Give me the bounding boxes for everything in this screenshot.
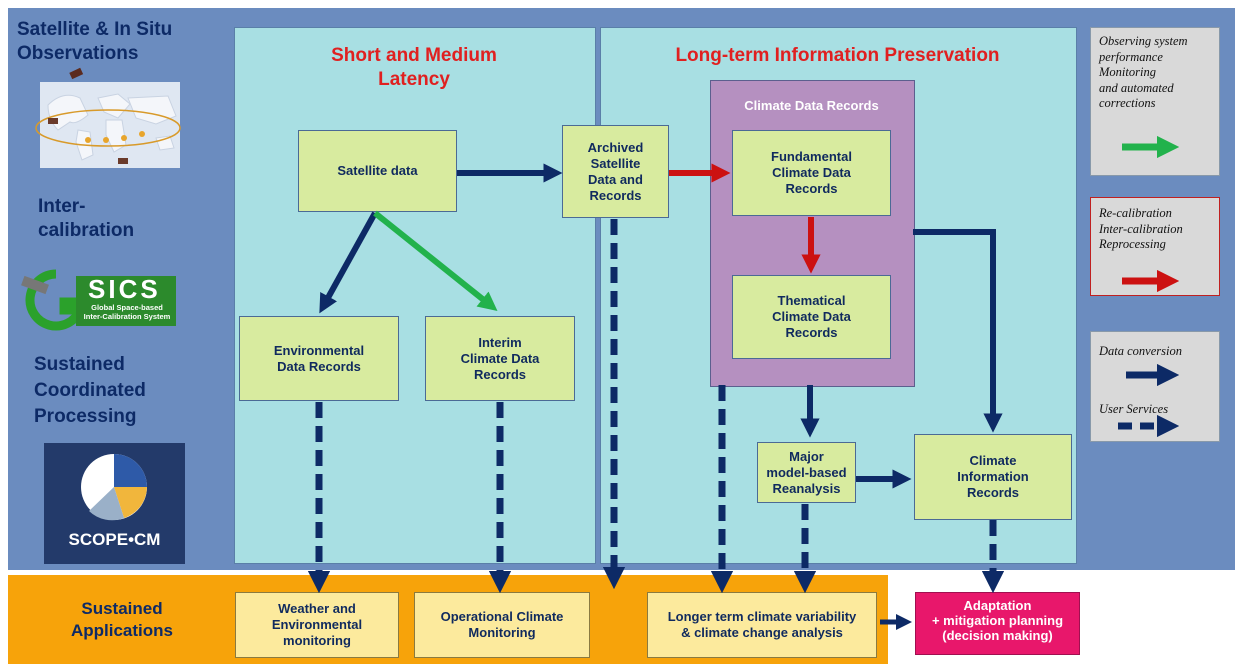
gsics-logo-text: SICS [88, 274, 161, 304]
adaptation-box: Adaptation + mitigation planning (decisi… [915, 592, 1080, 655]
legend-recalibration: Re-calibration Inter-calibration Reproce… [1090, 197, 1220, 296]
legend-data-conversion-text: Data conversion [1099, 344, 1182, 358]
climate-data-records-title: Climate Data Records [744, 98, 879, 113]
fundamental-cdr-box: Fundamental Climate Data Records [732, 130, 891, 216]
thematical-cdr-box: Thematical Climate Data Records [732, 275, 891, 359]
satellite-world-map-image [18, 60, 188, 180]
interim-cdr-box: Interim Climate Data Records [425, 316, 575, 401]
mitigation-planning-label: + mitigation planning (decision making) [931, 613, 1064, 643]
long-term-preservation-title: Long-term Information Preservation [675, 45, 1000, 66]
legend-data-conversion: Data conversion User Services [1090, 331, 1220, 442]
environmental-data-records-box: Environmental Data Records [239, 316, 399, 401]
climate-information-records-box: Climate Information Records [914, 434, 1072, 520]
scope-cm-logo: SCOPE•CM [44, 443, 185, 564]
weather-monitoring-box: Weather and Environmental monitoring [235, 592, 399, 658]
legend-user-services-text: User Services [1099, 402, 1169, 416]
sustained-applications-title: Sustained Applications [70, 599, 173, 640]
short-medium-latency-region [234, 27, 596, 564]
satellite-data-box: Satellite data [298, 130, 457, 212]
legend-recalibration-text: Re-calibration Inter-calibration Reproce… [1099, 206, 1183, 251]
processing-title: Sustained Coordinated Processing [34, 354, 146, 427]
short-medium-latency-title: Short and Medium Latency [331, 45, 497, 90]
operational-climate-monitoring-box: Operational Climate Monitoring [414, 592, 590, 658]
legend-observing-text: Observing system performance Monitoring … [1099, 34, 1188, 110]
observations-title: Satellite & In Situ Observations [17, 19, 173, 64]
adaptation-label: Adaptation [963, 598, 1032, 613]
legend-observing-system: Observing system performance Monitoring … [1090, 27, 1220, 176]
archived-satellite-data-box: Archived Satellite Data and Records [562, 125, 669, 218]
climate-variability-analysis-box: Longer term climate variability & climat… [647, 592, 877, 658]
gsics-logo-subtitle: Global Space-based Inter-Calibration Sys… [83, 303, 171, 321]
intercalibration-title: Inter- calibration [38, 196, 135, 241]
gsics-logo: SICS Global Space-based Inter-Calibratio… [18, 262, 183, 332]
scope-cm-logo-text: SCOPE•CM [68, 530, 161, 549]
reanalysis-box: Major model-based Reanalysis [757, 442, 856, 503]
